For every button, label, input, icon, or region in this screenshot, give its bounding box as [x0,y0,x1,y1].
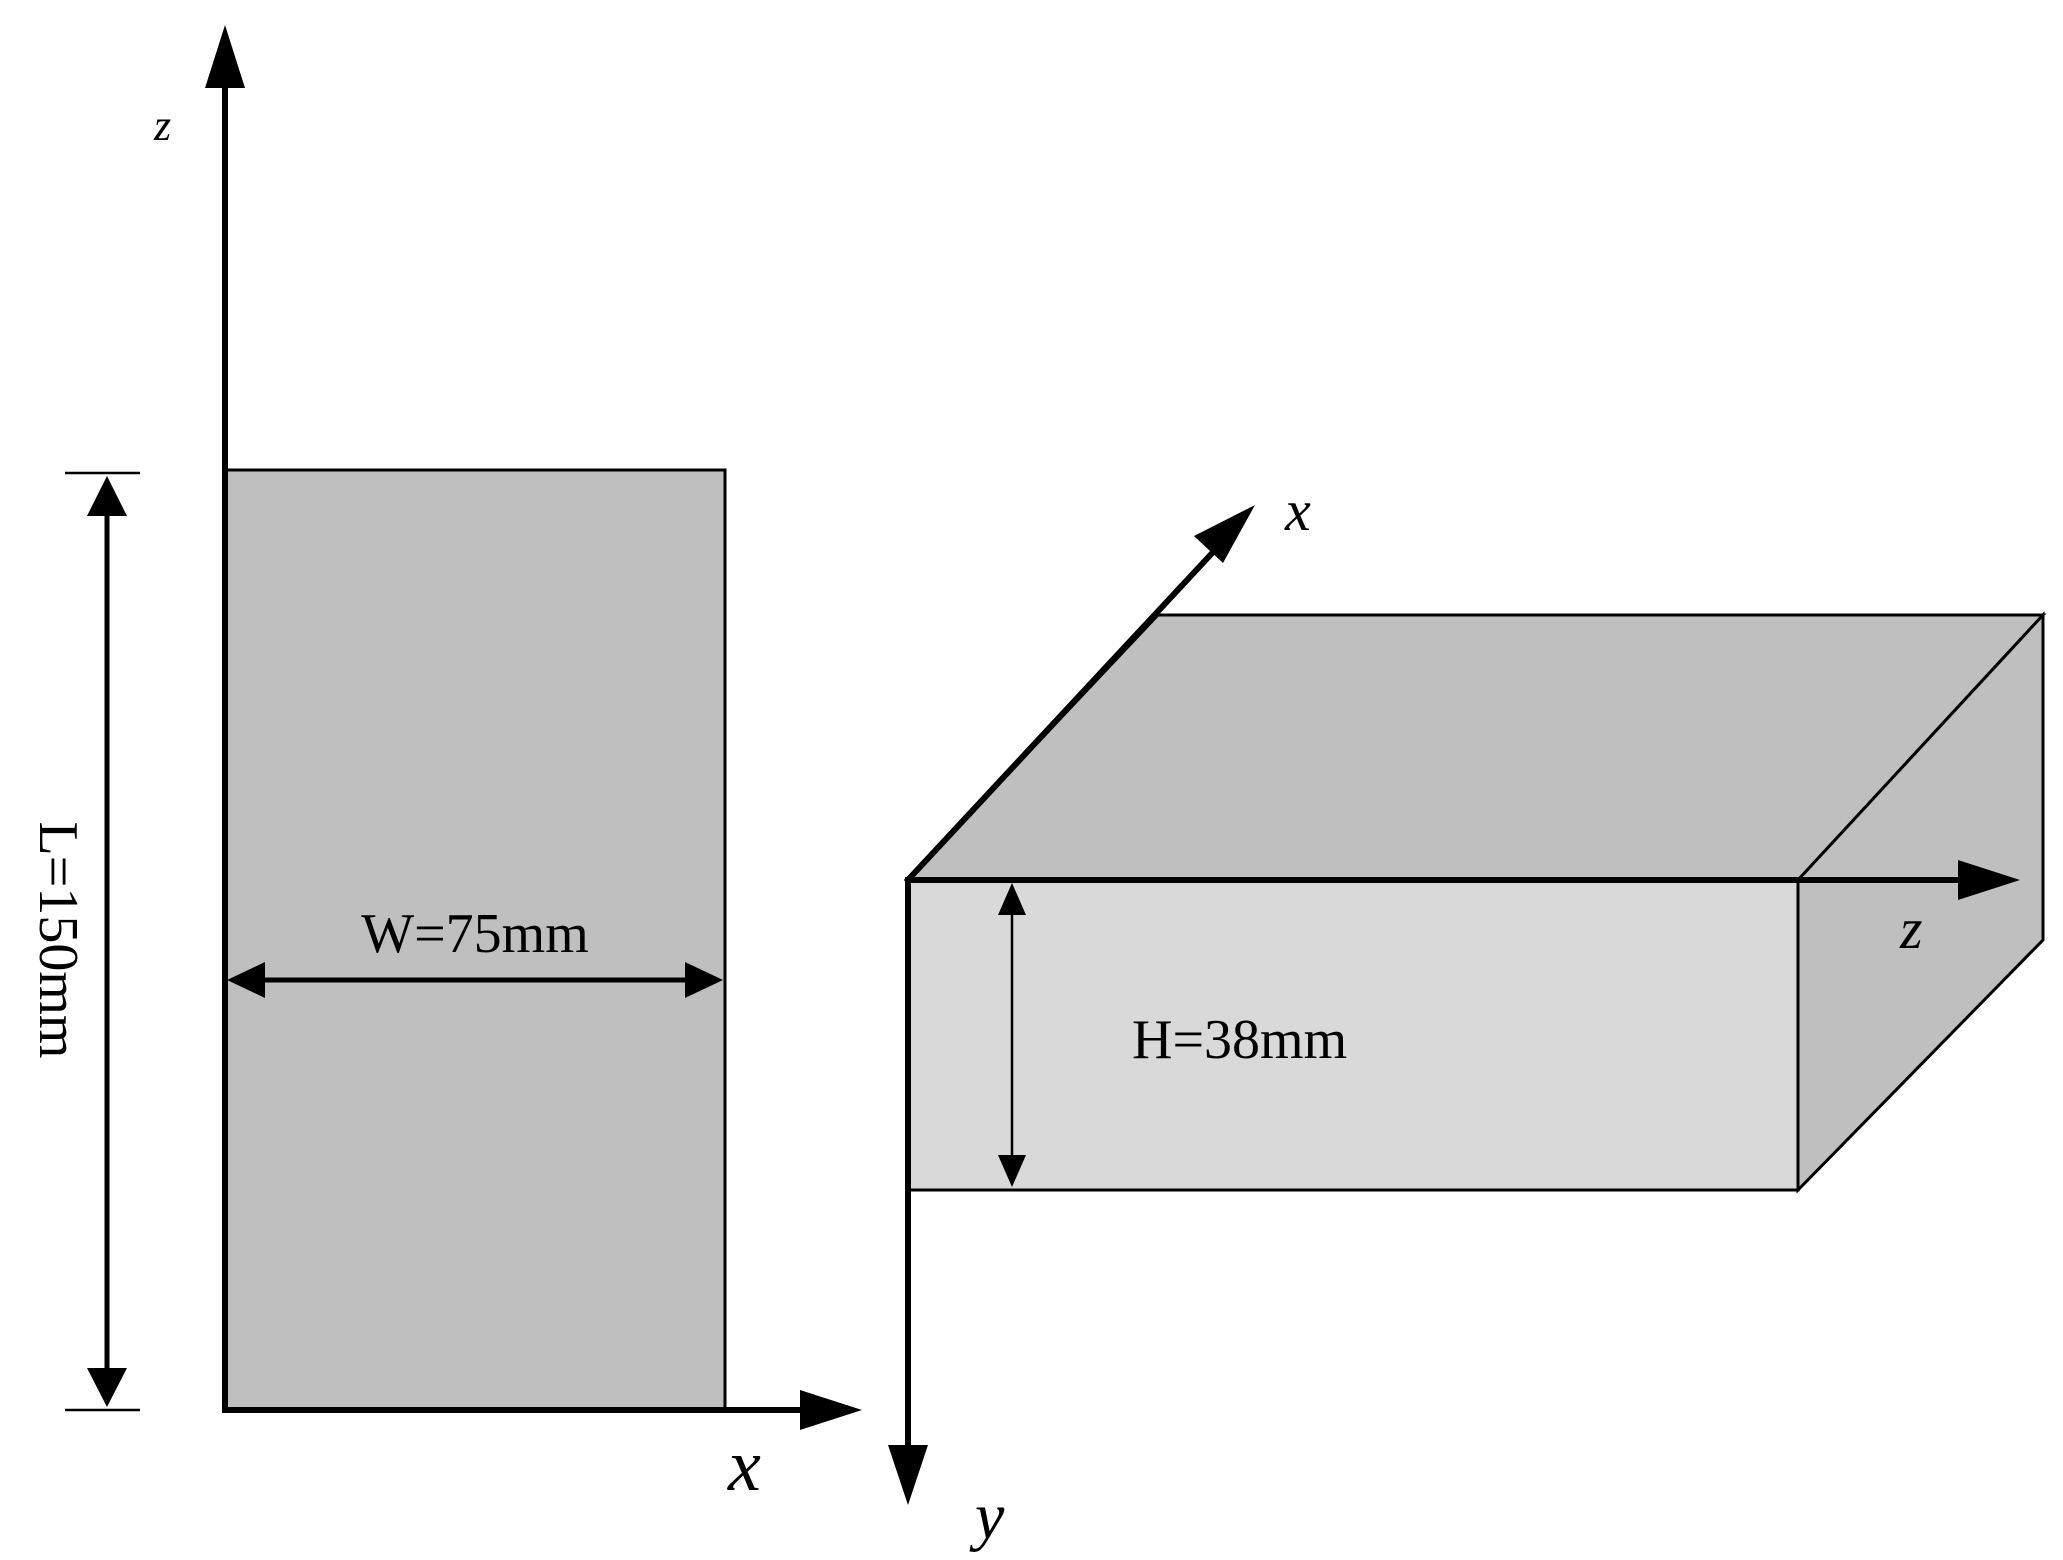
left-view: z x W=75mm L=150mm [27,25,862,1507]
length-arrowhead-bottom [87,1368,127,1407]
right-view: x z y H=38mm [888,478,2047,1553]
right-x-axis-label: x [1284,478,1311,543]
length-label: L=150mm [27,822,89,1059]
left-x-axis-label: x [727,1425,761,1507]
width-arrowhead-left [227,962,265,998]
left-z-axis-label: z [153,101,171,150]
right-x-axis [903,547,1218,885]
width-arrowhead-right [685,962,723,998]
left-x-arrowhead [800,1390,862,1430]
right-z-arrowhead [1958,860,2020,900]
width-label: W=75mm [361,903,589,965]
plate-front-face [223,468,727,1412]
block-front-face [906,878,1800,1192]
right-x-arrowhead [1194,505,1255,563]
height-label: H=38mm [1132,1009,1347,1071]
left-z-arrowhead [205,25,245,88]
right-z-axis-label: z [1899,896,1923,961]
right-y-arrowhead [888,1445,928,1505]
right-y-axis-label: y [969,1480,1005,1553]
height-arrowhead-bottom [998,1155,1026,1187]
height-arrowhead-top [998,883,1026,915]
length-arrowhead-top [87,476,127,516]
